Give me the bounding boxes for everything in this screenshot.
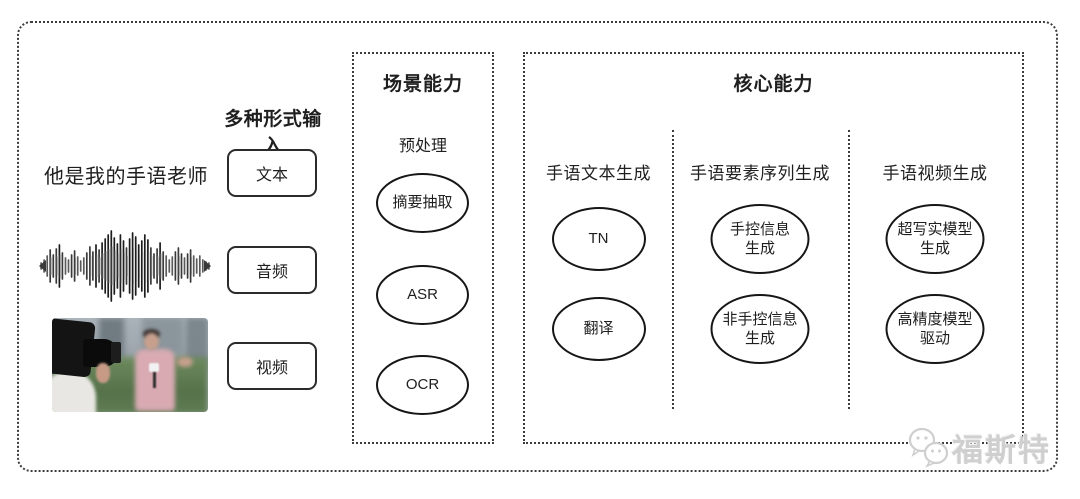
photo-microphone-handle [152, 371, 156, 388]
watermark-text: 福斯特 [952, 432, 1051, 468]
photo-building [186, 318, 208, 365]
sample-sentence-text: 他是我的手语老师 [44, 166, 208, 188]
photo-cameraman-hand [95, 363, 110, 384]
photo-reporter-arm [176, 357, 193, 368]
column-sign-video-generation: 手语视频生成 超写实模型 生成 高精度模型 驱动 [848, 54, 1022, 442]
column-header: 手语视频生成 [882, 164, 988, 183]
photo-reporter-head [144, 333, 160, 351]
photo-microphone [148, 363, 159, 373]
photo-camera-lens-ring [111, 342, 121, 364]
scene-capability-box: 场景能力 预处理 摘要抽取 ASR OCR [352, 52, 494, 444]
wechat-bubbles-icon [908, 427, 949, 468]
node-manual-info-generation: 手控信息 生成 [710, 204, 810, 274]
node-translation: 翻译 [551, 297, 646, 361]
column-header: 手语要素序列生成 [690, 164, 830, 183]
scene-box-title: 场景能力 [382, 74, 463, 95]
column-sign-text-generation: 手语文本生成 TN 翻译 [525, 54, 672, 442]
node-hyperrealistic-model-generation: 超写实模型 生成 [885, 204, 985, 274]
node-tn: TN [551, 207, 646, 271]
input-type-video-box: 视频 [227, 342, 317, 390]
column-divider [848, 130, 850, 409]
column-sign-element-sequence-generation: 手语要素序列生成 手控信息 生成 非手控信息 生成 [672, 54, 848, 442]
input-type-text-box: 文本 [227, 149, 317, 197]
node-high-precision-model-driving: 高精度模型 驱动 [885, 294, 985, 364]
scene-box-subtitle: 预处理 [398, 138, 447, 155]
core-box-title: 核心能力 [733, 74, 814, 95]
node-non-manual-info-generation: 非手控信息 生成 [710, 294, 810, 364]
node-asr: ASR [376, 265, 469, 325]
input-type-audio-box: 音频 [227, 246, 317, 294]
node-summary-extraction: 摘要抽取 [376, 173, 469, 233]
column-header: 手语文本生成 [546, 164, 651, 183]
core-capability-box: 核心能力 手语文本生成 TN 翻译 手语要素序列生成 手控信息 生成 非手控信息… [523, 52, 1024, 444]
node-ocr: OCR [376, 355, 469, 415]
watermark: 福斯特 [906, 424, 1051, 470]
audio-waveform-icon [39, 230, 211, 302]
outer-dotted-frame [17, 21, 1058, 472]
reporter-interview-photo [52, 318, 208, 412]
column-divider [672, 130, 674, 409]
